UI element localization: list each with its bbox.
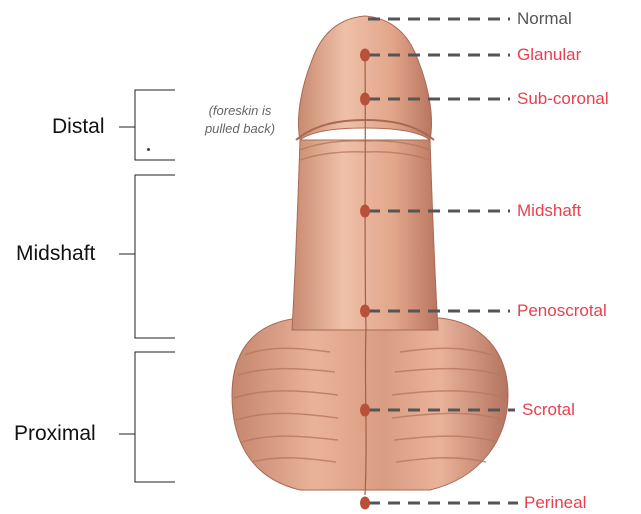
marker-perineal xyxy=(360,497,370,510)
region-label-proximal: Proximal xyxy=(14,422,96,446)
stray-dot xyxy=(147,148,150,151)
site-label-sub-coronal: Sub-coronal xyxy=(517,89,609,109)
scrotum-shape xyxy=(232,318,508,490)
site-label-glanular: Glanular xyxy=(517,45,581,65)
foreskin-note: (foreskin is pulled back) xyxy=(185,102,295,138)
marker-glanular xyxy=(360,49,370,62)
site-label-penoscrotal: Penoscrotal xyxy=(517,301,607,321)
foreskin-note-line1: (foreskin is xyxy=(185,102,295,120)
site-label-perineal: Perineal xyxy=(524,493,586,513)
region-label-midshaft: Midshaft xyxy=(16,242,95,266)
marker-midshaft xyxy=(360,205,370,218)
site-label-midshaft: Midshaft xyxy=(517,201,581,221)
marker-scrotal xyxy=(360,404,370,417)
foreskin-note-line2: pulled back) xyxy=(185,120,295,138)
region-label-distal: Distal xyxy=(52,115,105,139)
marker-sub-coronal xyxy=(360,93,370,106)
site-label-normal: Normal xyxy=(517,9,572,29)
site-label-scrotal: Scrotal xyxy=(522,400,575,420)
marker-penoscrotal xyxy=(360,305,370,318)
